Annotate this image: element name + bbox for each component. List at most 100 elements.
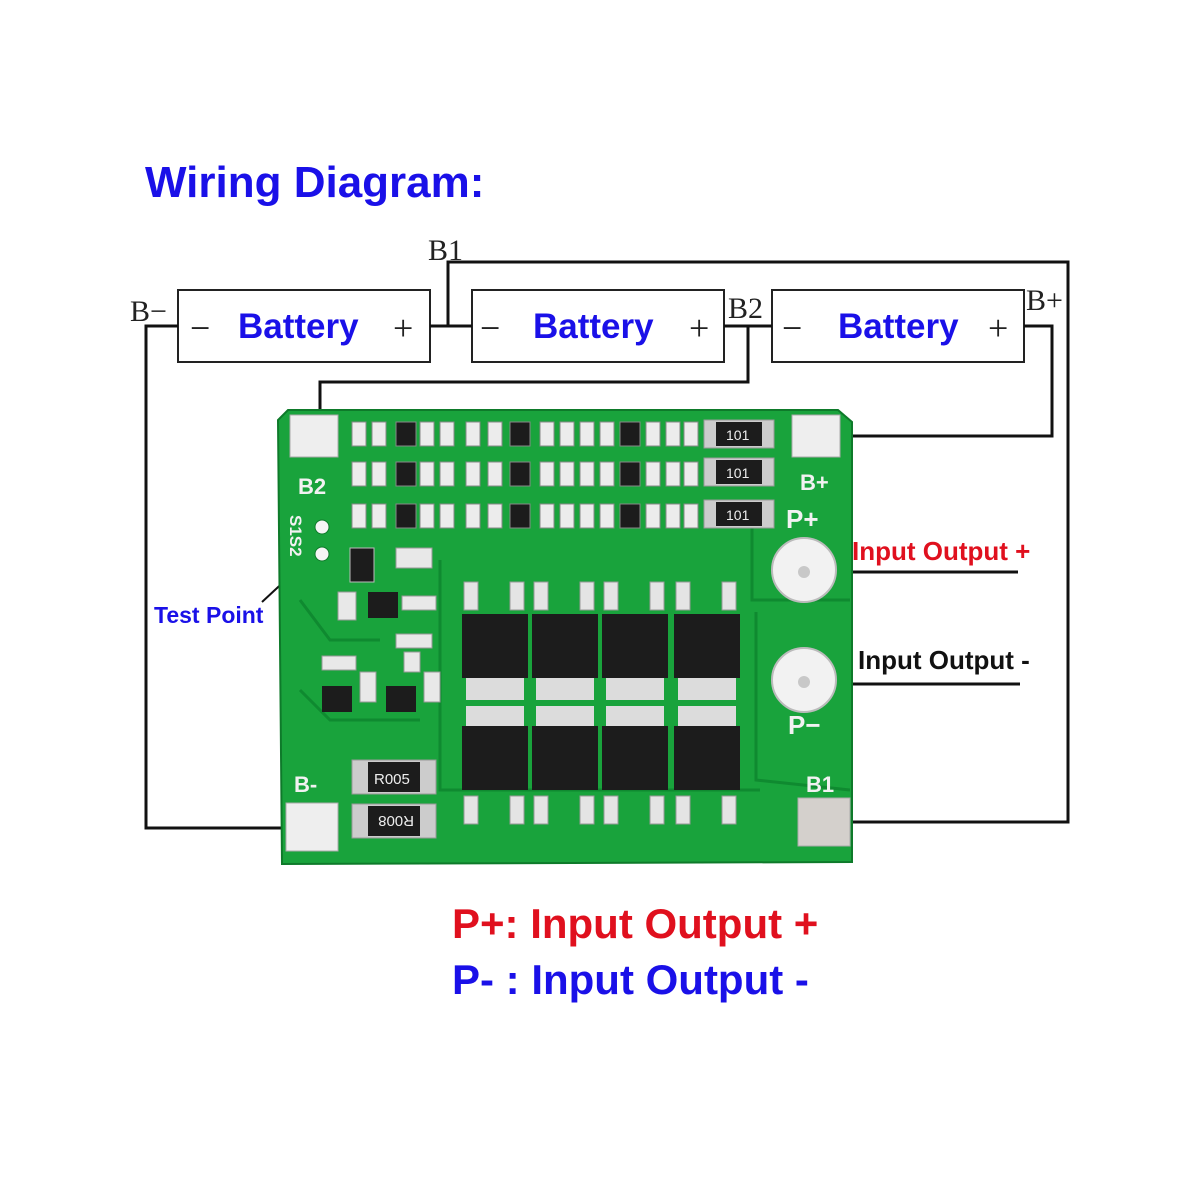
smd-component <box>439 503 455 529</box>
smd-component <box>619 421 641 447</box>
test-point-s1 <box>314 519 330 535</box>
smd-component <box>487 461 503 487</box>
smd-component <box>619 461 641 487</box>
smd-component <box>509 421 531 447</box>
mosfet-pin <box>603 581 619 611</box>
smd-component <box>487 503 503 529</box>
mosfet-bottom <box>462 726 528 790</box>
mosfet-pin <box>675 795 691 825</box>
legend-p-minus: P- : Input Output - <box>452 956 809 1003</box>
smd-component <box>419 461 435 487</box>
battery-2: − Battery + <box>471 289 725 363</box>
smd-component <box>465 421 481 447</box>
mosfet-tab <box>606 706 664 728</box>
terminal-b-minus-label: B− <box>130 295 167 328</box>
smd-component <box>599 503 615 529</box>
smd-component <box>665 503 681 529</box>
smd-component <box>465 503 481 529</box>
smd-component <box>509 461 531 487</box>
shunt-resistor-2: R008 <box>351 803 437 839</box>
board-label-p-plus: P+ <box>786 504 819 534</box>
battery-2-label: Battery <box>533 307 654 346</box>
mosfet-pin <box>649 795 665 825</box>
smd-component <box>419 421 435 447</box>
smd-component <box>683 421 699 447</box>
balance-resistor-1-label: 101 <box>726 427 750 443</box>
wire-b1-bus <box>446 260 1070 824</box>
smd-component <box>559 503 575 529</box>
battery-3-plus: + <box>988 308 1008 348</box>
smd-component <box>619 503 641 529</box>
smd-component <box>487 421 503 447</box>
smd-component <box>351 421 367 447</box>
shunt-1-label: R005 <box>374 771 410 788</box>
mosfet-pin <box>509 581 525 611</box>
mosfet-pin <box>721 795 737 825</box>
smd-component <box>579 461 595 487</box>
smd-component <box>439 421 455 447</box>
shunt-2-label: R008 <box>378 812 414 829</box>
mosfet-pin <box>533 581 549 611</box>
smd-component <box>371 421 387 447</box>
pad-b1 <box>797 797 851 847</box>
mosfet-bottom <box>674 726 740 790</box>
smd-component <box>539 421 555 447</box>
mosfet-pin <box>675 581 691 611</box>
smd-component <box>665 461 681 487</box>
smd-component <box>579 421 595 447</box>
mosfet-pin <box>721 581 737 611</box>
smd-component <box>539 503 555 529</box>
mosfet-pin <box>579 581 595 611</box>
battery-1: − Battery + <box>177 289 431 363</box>
mosfet-top <box>462 614 528 678</box>
terminal-b-plus-label: B+ <box>1026 284 1063 317</box>
pad-b-plus <box>791 414 841 458</box>
terminal-b2-label: B2 <box>728 292 763 325</box>
mosfet-bottom <box>602 726 668 790</box>
mosfet-pin <box>509 795 525 825</box>
pad-b2 <box>289 414 339 458</box>
smd-component <box>351 503 367 529</box>
mosfet-pin <box>463 581 479 611</box>
board-label-s1s2: S1S2 <box>286 515 305 557</box>
control-ics <box>321 547 441 712</box>
mosfet-pin <box>579 795 595 825</box>
mosfet-tab <box>536 678 594 700</box>
wire-b-minus <box>144 324 290 830</box>
smd-component <box>665 421 681 447</box>
smd-component <box>645 461 661 487</box>
board-label-b-minus: B- <box>294 772 317 797</box>
battery-1-plus: + <box>393 308 413 348</box>
battery-3-minus: − <box>782 308 802 348</box>
mosfet-top <box>602 614 668 678</box>
smd-component <box>351 461 367 487</box>
balance-resistors: 101 101 101 <box>703 419 775 529</box>
mosfet-tab <box>466 678 524 700</box>
smd-component <box>559 421 575 447</box>
mosfet-pin <box>463 795 479 825</box>
smd-component <box>509 503 531 529</box>
battery-3-label: Battery <box>838 307 959 346</box>
smd-component <box>599 421 615 447</box>
smd-component <box>599 461 615 487</box>
mosfet-tab <box>678 678 736 700</box>
callout-test-point: Test Point <box>154 602 264 628</box>
smd-component <box>395 461 417 487</box>
mosfet-pin <box>649 581 665 611</box>
smd-component <box>371 461 387 487</box>
battery-3: − Battery + <box>771 289 1025 363</box>
smd-component <box>539 461 555 487</box>
smd-component <box>465 461 481 487</box>
battery-2-minus: − <box>480 308 500 348</box>
mosfet-tab <box>536 706 594 728</box>
smd-component <box>683 503 699 529</box>
mosfet-top <box>674 614 740 678</box>
board-label-b-plus: B+ <box>800 470 829 495</box>
mosfet-bottom <box>532 726 598 790</box>
smd-component-rows <box>351 421 699 529</box>
balance-resistor-2-label: 101 <box>726 465 750 481</box>
diagram-title: Wiring Diagram: <box>145 158 484 207</box>
board-label-b1: B1 <box>806 772 834 797</box>
callout-input-output-plus: Input Output + <box>852 536 1030 566</box>
